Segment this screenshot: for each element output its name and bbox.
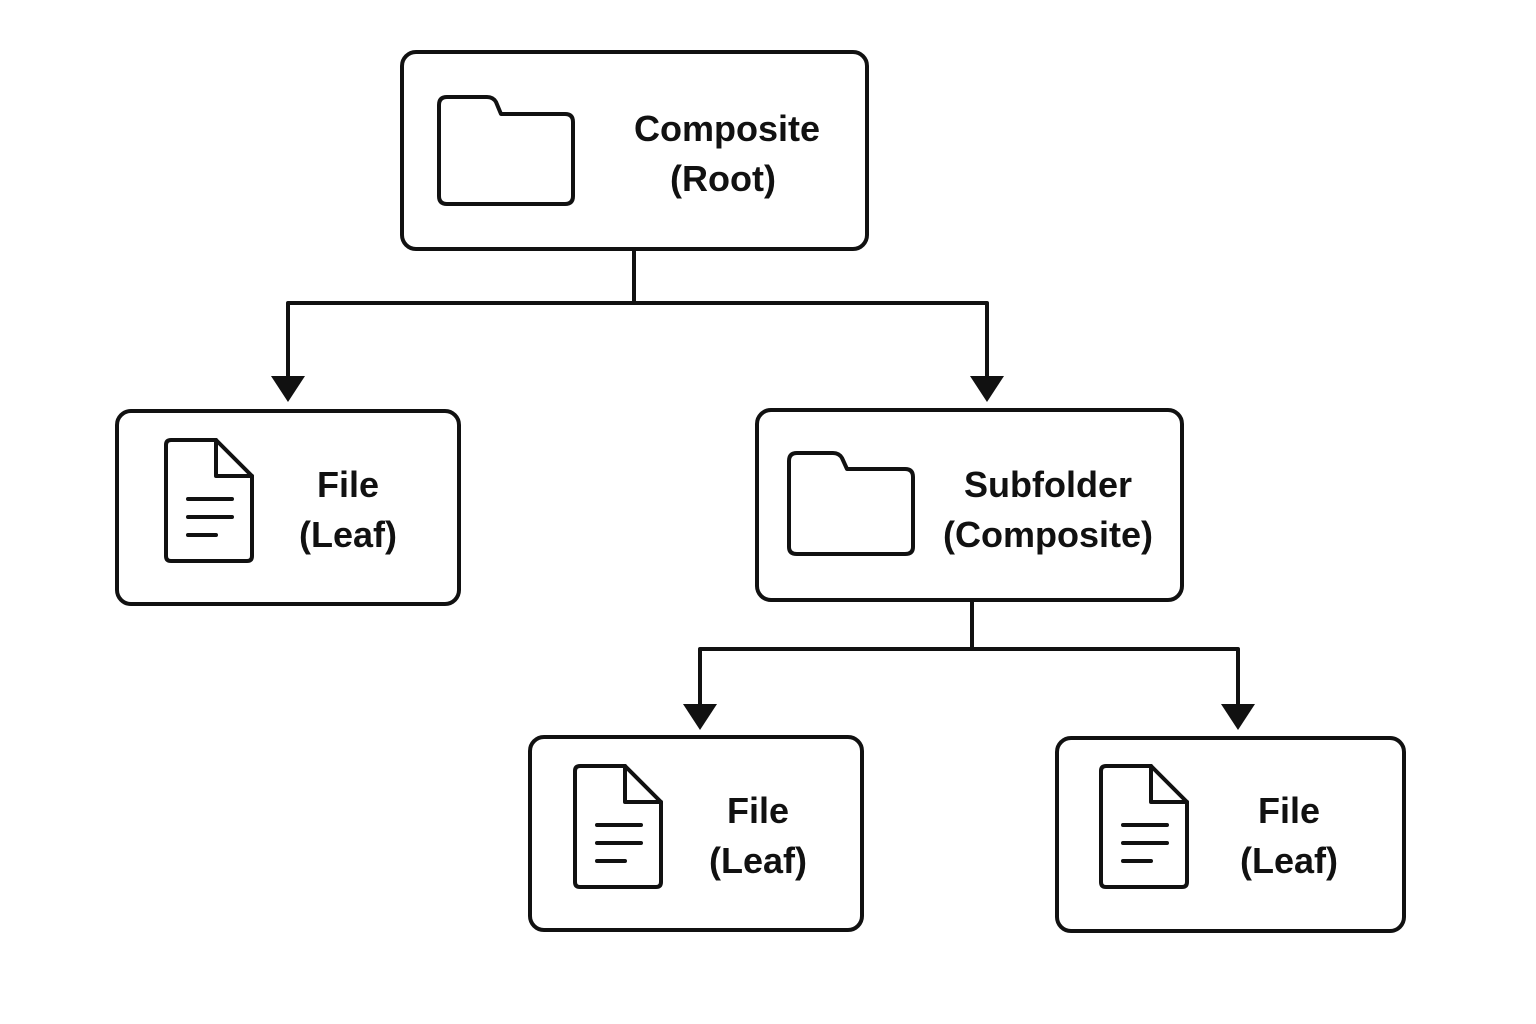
- node-file-bottom-left[interactable]: File (Leaf): [528, 735, 864, 932]
- file-icon: [164, 438, 254, 563]
- node-subfolder-label-line2: (Composite): [943, 514, 1153, 555]
- node-file-bottom-left-box: [528, 735, 864, 932]
- node-subfolder-label-line1: Subfolder: [964, 464, 1132, 505]
- arrowhead-subfolder: [970, 376, 1004, 402]
- node-file-left-label-line2: (Leaf): [299, 514, 397, 555]
- node-file-left-label-line1: File: [317, 464, 379, 505]
- connectors: [271, 250, 1255, 730]
- node-subfolder[interactable]: Subfolder (Composite): [755, 408, 1184, 602]
- node-file-bottom-left-label-line1: File: [727, 790, 789, 831]
- node-file-left-box: [115, 409, 461, 606]
- file-icon: [573, 764, 663, 889]
- arrowhead-file-bottom-right: [1221, 704, 1255, 730]
- node-root-box: [400, 50, 869, 251]
- file-icon: [1099, 764, 1189, 889]
- edge-root-to-file-left: [286, 250, 636, 378]
- arrowhead-file-bottom-left: [683, 704, 717, 730]
- node-file-bottom-right-label-line2: (Leaf): [1240, 840, 1338, 881]
- folder-icon: [437, 95, 575, 206]
- node-root-label-line2: (Root): [670, 158, 776, 199]
- node-file-bottom-right[interactable]: File (Leaf): [1055, 736, 1406, 933]
- edge-subfolder-to-file-bottom-left: [698, 600, 974, 706]
- node-subfolder-box: [755, 408, 1184, 602]
- node-file-left[interactable]: File (Leaf): [115, 409, 461, 606]
- folder-icon: [787, 451, 915, 556]
- node-root-label-line1: Composite: [634, 108, 820, 149]
- node-file-bottom-left-label-line2: (Leaf): [709, 840, 807, 881]
- edge-subfolder-to-file-bottom-right: [972, 647, 1240, 706]
- node-root[interactable]: Composite (Root): [400, 50, 869, 251]
- node-file-bottom-right-label-line1: File: [1258, 790, 1320, 831]
- arrowhead-file-left: [271, 376, 305, 402]
- edge-root-to-subfolder: [634, 301, 989, 378]
- node-file-bottom-right-box: [1055, 736, 1406, 933]
